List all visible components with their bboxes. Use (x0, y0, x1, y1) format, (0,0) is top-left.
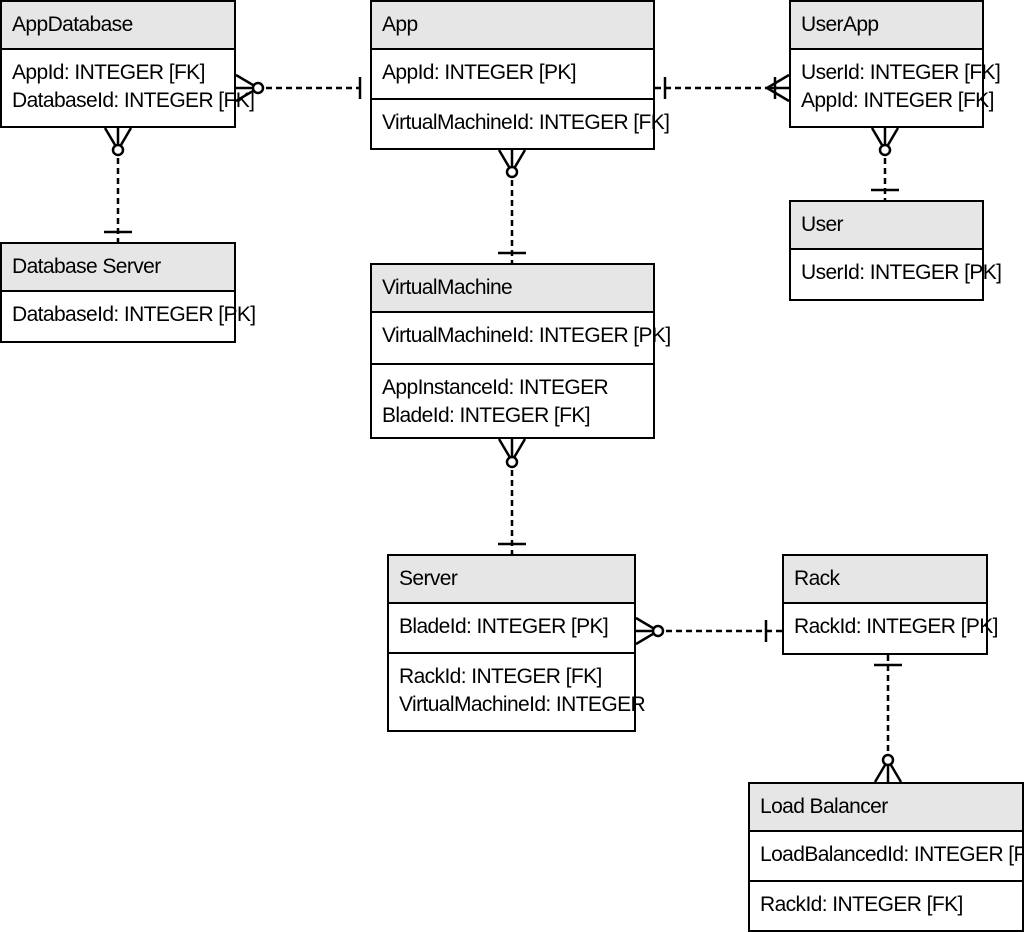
attribute-section: RackId: INTEGER [PK] (784, 604, 998, 655)
entity-title: App (372, 2, 653, 50)
attribute-section: DatabaseId: INTEGER [PK] (2, 292, 256, 343)
optional-circle-icon (651, 624, 665, 638)
optional-circle-icon (251, 81, 265, 95)
attribute-line: LoadBalancedId: INTEGER [PK] (760, 843, 1024, 866)
entity-title: User (791, 202, 982, 250)
attribute-line: VirtualMachineId: INTEGER [FK] (382, 111, 670, 134)
attribute-line: AppId: INTEGER [PK] (382, 61, 577, 84)
optional-circle-icon (881, 753, 895, 767)
attribute-section: VirtualMachineId: INTEGER [PK] (372, 313, 671, 365)
attribute-line: AppId: INTEGER [FK] (12, 61, 205, 84)
attribute-section: AppInstanceId: INTEGER BladeId: INTEGER [… (372, 365, 653, 439)
attribute-line: DatabaseId: INTEGER [PK] (12, 303, 256, 326)
attribute-section: AppId: INTEGER [PK] (372, 50, 653, 100)
attribute-line: VirtualMachineId: INTEGER (399, 693, 646, 716)
entity-title: UserApp (791, 2, 982, 50)
attribute-section: LoadBalancedId: INTEGER [PK] (750, 832, 1024, 882)
attribute-section: RackId: INTEGER [FK] (750, 882, 1022, 932)
attribute-line: RackId: INTEGER [PK] (794, 615, 998, 638)
attribute-line: UserId: INTEGER [FK] (801, 61, 1001, 84)
attribute-line: BladeId: INTEGER [FK] (382, 404, 591, 427)
attribute-line: UserId: INTEGER [PK] (801, 261, 1002, 284)
entity-title: Load Balancer (750, 784, 1022, 832)
attribute-section: BladeId: INTEGER [PK] (389, 604, 634, 654)
attribute-line: RackId: INTEGER [FK] (399, 665, 602, 688)
attribute-section: AppId: INTEGER [FK] DatabaseId: INTEGER [… (2, 50, 255, 128)
attribute-section: RackId: INTEGER [FK] VirtualMachineId: IN… (389, 654, 646, 732)
optional-circle-icon (111, 143, 125, 157)
attribute-line: DatabaseId: INTEGER [FK] (12, 89, 255, 112)
entity-title: Rack (784, 556, 986, 604)
attribute-line: AppId: INTEGER [FK] (801, 89, 994, 112)
attribute-section: VirtualMachineId: INTEGER [FK] (372, 100, 670, 150)
optional-circle-icon (878, 143, 892, 157)
attribute-line: BladeId: INTEGER [PK] (399, 615, 609, 638)
attribute-line: RackId: INTEGER [FK] (760, 893, 963, 916)
entity-title: Database Server (2, 244, 234, 292)
attribute-line: VirtualMachineId: INTEGER [PK] (382, 324, 671, 347)
attribute-section: UserId: INTEGER [PK] (791, 250, 1002, 301)
attribute-section: UserId: INTEGER [FK] AppId: INTEGER [FK] (791, 50, 1001, 128)
entity-title: Server (389, 556, 634, 604)
optional-circle-icon (505, 455, 519, 469)
attribute-line: AppInstanceId: INTEGER (382, 376, 609, 399)
entity-title: VirtualMachine (372, 265, 653, 313)
entity-title: AppDatabase (2, 2, 234, 50)
optional-circle-icon (505, 165, 519, 179)
